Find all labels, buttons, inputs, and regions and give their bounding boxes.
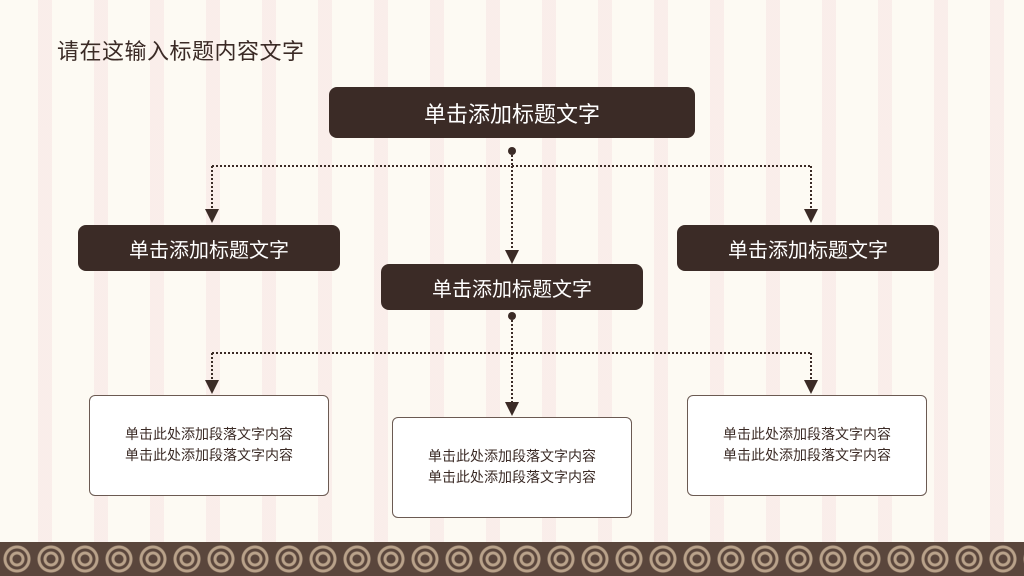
right-text-line-2: 单击此处添加段落文字内容 bbox=[723, 447, 891, 464]
right-title-label: 单击添加标题文字 bbox=[728, 237, 888, 262]
middle-title-node[interactable]: 单击添加标题文字 bbox=[381, 264, 643, 310]
middle-text-line-1: 单击此处添加段落文字内容 bbox=[428, 448, 596, 465]
root-title-label: 单击添加标题文字 bbox=[423, 102, 600, 128]
left-title-label: 单击添加标题文字 bbox=[129, 237, 289, 262]
left-text-box[interactable]: 单击此处添加段落文字内容 单击此处添加段落文字内容 bbox=[89, 395, 329, 496]
right-text-box[interactable]: 单击此处添加段落文字内容 单击此处添加段落文字内容 bbox=[687, 395, 927, 496]
root-title-node[interactable]: 单击添加标题文字 bbox=[329, 87, 695, 138]
left-title-node[interactable]: 单击添加标题文字 bbox=[78, 225, 340, 271]
right-title-node[interactable]: 单击添加标题文字 bbox=[677, 225, 939, 271]
root-junction-dot bbox=[508, 147, 516, 155]
middle-title-label: 单击添加标题文字 bbox=[432, 276, 592, 301]
right-text-line-1: 单击此处添加段落文字内容 bbox=[723, 426, 891, 443]
decorative-bottom-band bbox=[0, 542, 1024, 576]
page-title: 请在这输入标题内容文字 bbox=[57, 40, 305, 65]
left-text-line-1: 单击此处添加段落文字内容 bbox=[125, 426, 293, 443]
left-text-line-2: 单击此处添加段落文字内容 bbox=[125, 447, 293, 464]
middle-text-box[interactable]: 单击此处添加段落文字内容 单击此处添加段落文字内容 bbox=[392, 417, 632, 518]
middle-text-line-2: 单击此处添加段落文字内容 bbox=[428, 469, 596, 486]
mid-junction-dot bbox=[508, 312, 516, 320]
